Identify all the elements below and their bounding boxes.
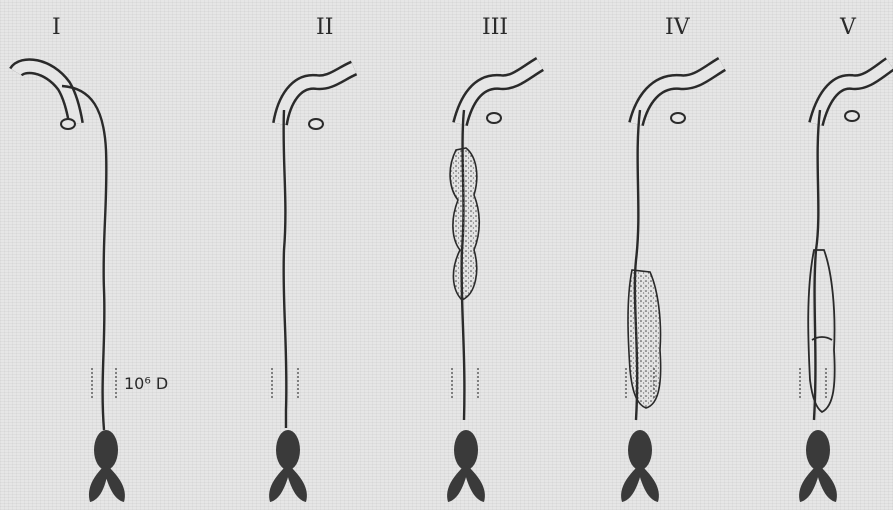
replication-loop-5 bbox=[808, 250, 834, 412]
molecule-panel-3 bbox=[447, 64, 540, 502]
dna-strand-1 bbox=[62, 86, 106, 430]
panel-label-4: IV bbox=[665, 15, 691, 40]
dna-strand-2 bbox=[284, 110, 287, 428]
dna-strand-5 bbox=[814, 110, 820, 420]
replication-fork-4 bbox=[621, 430, 659, 502]
hook-tube-5 bbox=[816, 64, 890, 124]
molecule-panel-4 bbox=[621, 64, 722, 502]
molecule-panel-1: 10⁶ D bbox=[16, 66, 168, 502]
hook-tube-1 bbox=[16, 66, 76, 129]
replication-bubbles-3 bbox=[450, 148, 479, 300]
replication-fork-1 bbox=[89, 430, 125, 502]
hook-tube-2 bbox=[280, 68, 354, 129]
scale-bracket-2 bbox=[272, 368, 298, 400]
molecule-panel-5 bbox=[799, 64, 890, 502]
molecule-panel-2 bbox=[269, 68, 354, 502]
replication-fork-2 bbox=[269, 430, 307, 502]
hook-tube-3 bbox=[460, 64, 540, 124]
replication-fork-3 bbox=[447, 430, 485, 502]
panel-label-1: I bbox=[52, 15, 61, 40]
panel-label-2: II bbox=[316, 15, 333, 40]
replication-bubble-4 bbox=[628, 270, 661, 408]
panel-label-3: III bbox=[482, 15, 508, 40]
panel-label-5: V bbox=[839, 15, 857, 40]
replication-fork-5 bbox=[799, 430, 837, 502]
hook-tube-4 bbox=[636, 64, 722, 124]
scale-label-10e6-d: 10⁶ D bbox=[124, 374, 168, 393]
